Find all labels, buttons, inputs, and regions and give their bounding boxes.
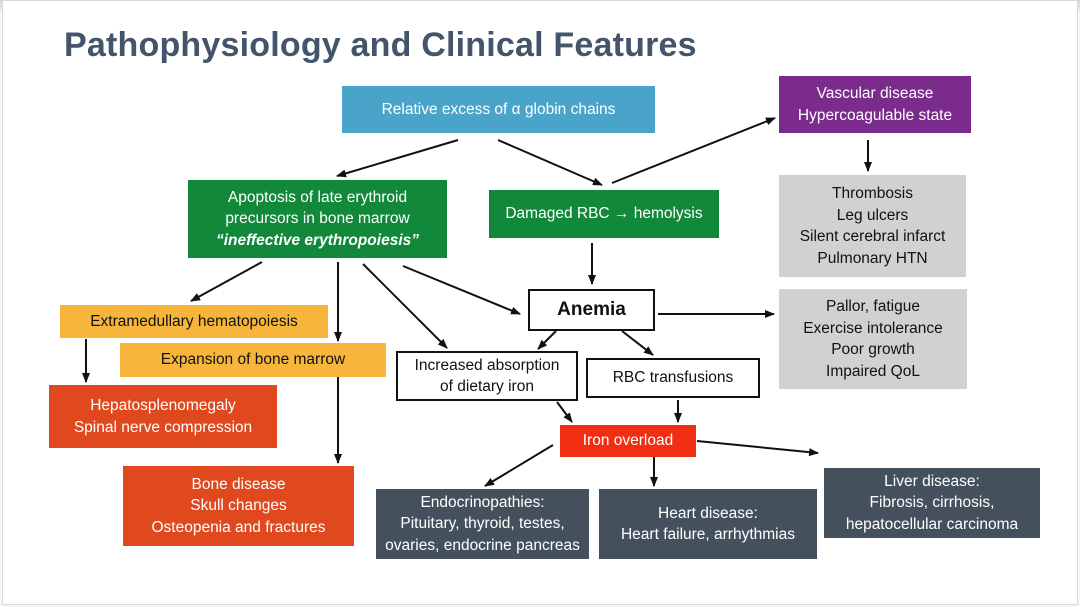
- arrow-excess-to-damaged-rbc: [497, 139, 603, 186]
- arrow-damaged-to-vascular: [611, 117, 776, 184]
- node-increased-iron-absorption: Increased absorption of dietary iron: [396, 351, 578, 401]
- node-anemia: Anemia: [528, 289, 655, 331]
- arrow-apoptosis-to-absorption: [362, 263, 448, 349]
- node-vascular-disease: Vascular disease Hypercoagulable state: [779, 76, 971, 133]
- node-anemia-features: Pallor, fatigue Exercise intolerance Poo…: [779, 289, 967, 389]
- node-bone-disease: Bone disease Skull changes Osteopenia an…: [123, 466, 354, 546]
- arrow-apoptosis-to-extramedullary: [190, 261, 263, 302]
- arrow-anemia-to-transfusions: [621, 330, 654, 356]
- node-iron-overload: Iron overload: [560, 425, 696, 457]
- arrow-anemia-to-absorption: [537, 330, 557, 350]
- node-alpha-globin-excess: Relative excess of α globin chains: [342, 86, 655, 133]
- node-extramedullary-hematopoiesis: Extramedullary hematopoiesis: [60, 305, 328, 338]
- node-hepatosplenomegaly: Hepatosplenomegaly Spinal nerve compress…: [49, 385, 277, 448]
- arrow-iron-to-endocrine: [484, 444, 554, 487]
- node-endocrinopathies: Endocrinopathies: Pituitary, thyroid, te…: [376, 489, 589, 559]
- arrow-iron-to-liver: [696, 440, 819, 457]
- arrow-absorption-to-iron: [556, 401, 573, 423]
- node-bone-marrow-expansion: Expansion of bone marrow: [120, 343, 386, 377]
- node-ineffective-erythropoiesis: Apoptosis of late erythroid precursors i…: [188, 180, 447, 258]
- node-liver-disease: Liver disease: Fibrosis, cirrhosis, hepa…: [824, 468, 1040, 538]
- node-heart-disease: Heart disease: Heart failure, arrhythmia…: [599, 489, 817, 559]
- node-rbc-transfusions: RBC transfusions: [586, 358, 760, 398]
- node-thrombotic-complications: Thrombosis Leg ulcers Silent cerebral in…: [779, 175, 966, 277]
- slide-title: Pathophysiology and Clinical Features: [64, 26, 697, 64]
- arrow-apoptosis-to-anemia: [402, 265, 521, 315]
- arrow-excess-to-apoptosis: [336, 139, 459, 178]
- node-damaged-rbc-hemolysis: Damaged RBC → hemolysis: [489, 190, 719, 238]
